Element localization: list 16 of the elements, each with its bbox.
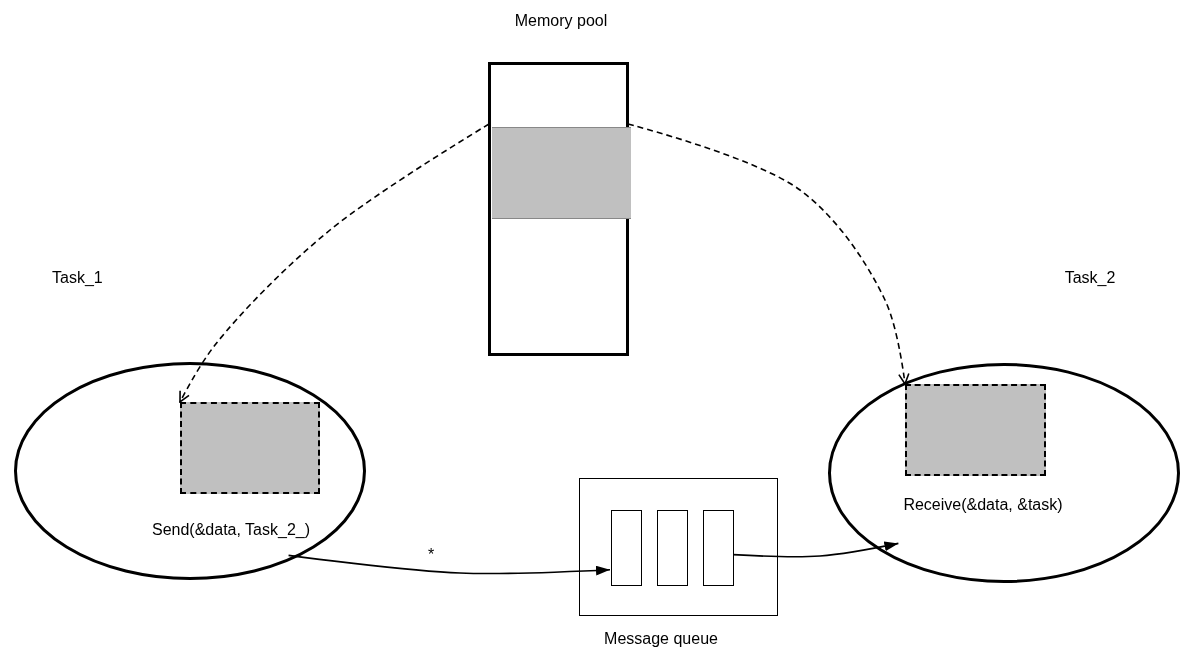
queue-slot <box>611 510 642 586</box>
queue-slot <box>657 510 688 586</box>
queue-slot <box>703 510 734 586</box>
node-label: Receive(&data, &task) <box>903 495 1063 515</box>
task-name: Task_2 <box>1064 268 1116 288</box>
arrow <box>732 541 900 558</box>
data-block <box>905 384 1046 476</box>
arrow <box>287 554 611 576</box>
arrow <box>179 123 490 403</box>
task-name: Task_1 <box>52 268 103 288</box>
node-label: Message queue <box>604 629 718 649</box>
data-block <box>180 402 320 494</box>
memory-block <box>492 127 631 219</box>
node-label: Memory pool <box>514 11 608 31</box>
node-label: Send(&data, Task_2_) <box>152 520 310 540</box>
arrow <box>627 123 910 385</box>
